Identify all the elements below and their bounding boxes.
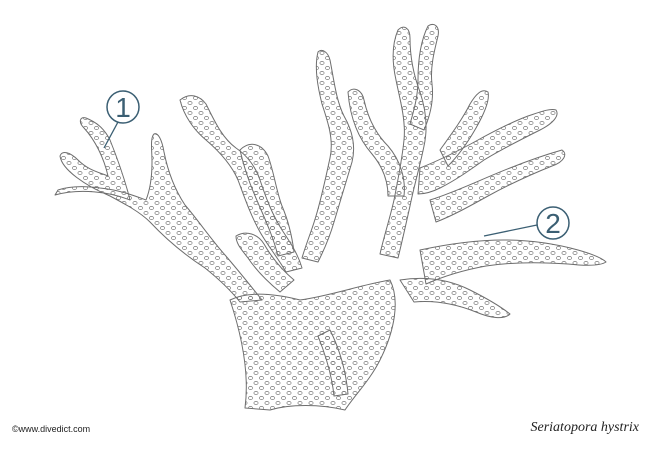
coral-branch-right-long <box>419 239 607 285</box>
callout-1-circle <box>106 90 140 124</box>
coral-branch-right-upper <box>417 109 558 195</box>
coral-branch-right-lower <box>399 277 511 319</box>
coral-branch-bottom <box>317 329 349 397</box>
callout-2: 2 <box>483 206 570 240</box>
callout-1-leader <box>103 121 119 149</box>
species-caption: Seriatopora hystrix <box>530 420 640 435</box>
coral-trunk <box>229 279 396 411</box>
callout-2-leader <box>483 224 538 237</box>
callout-1: 1 <box>103 90 140 149</box>
callout-2-circle <box>536 206 570 240</box>
coral-branch-right-middle <box>429 149 566 223</box>
callout-1-number: 1 <box>115 92 131 123</box>
coral-branch-center <box>301 49 355 263</box>
coral-branches <box>54 23 607 411</box>
callout-2-number: 2 <box>545 208 561 239</box>
coral-branch-mid-left <box>239 143 295 257</box>
copyright-credit: ©www.divedict.com <box>12 424 91 434</box>
coral-branch-inner <box>347 88 405 197</box>
coral-branch-top-right <box>409 23 439 131</box>
coral-branch-left-lower <box>235 232 295 293</box>
coral-branch-left <box>54 117 263 303</box>
coral-branch-upper-right <box>379 26 427 259</box>
coral-branch-right-top <box>439 90 489 167</box>
